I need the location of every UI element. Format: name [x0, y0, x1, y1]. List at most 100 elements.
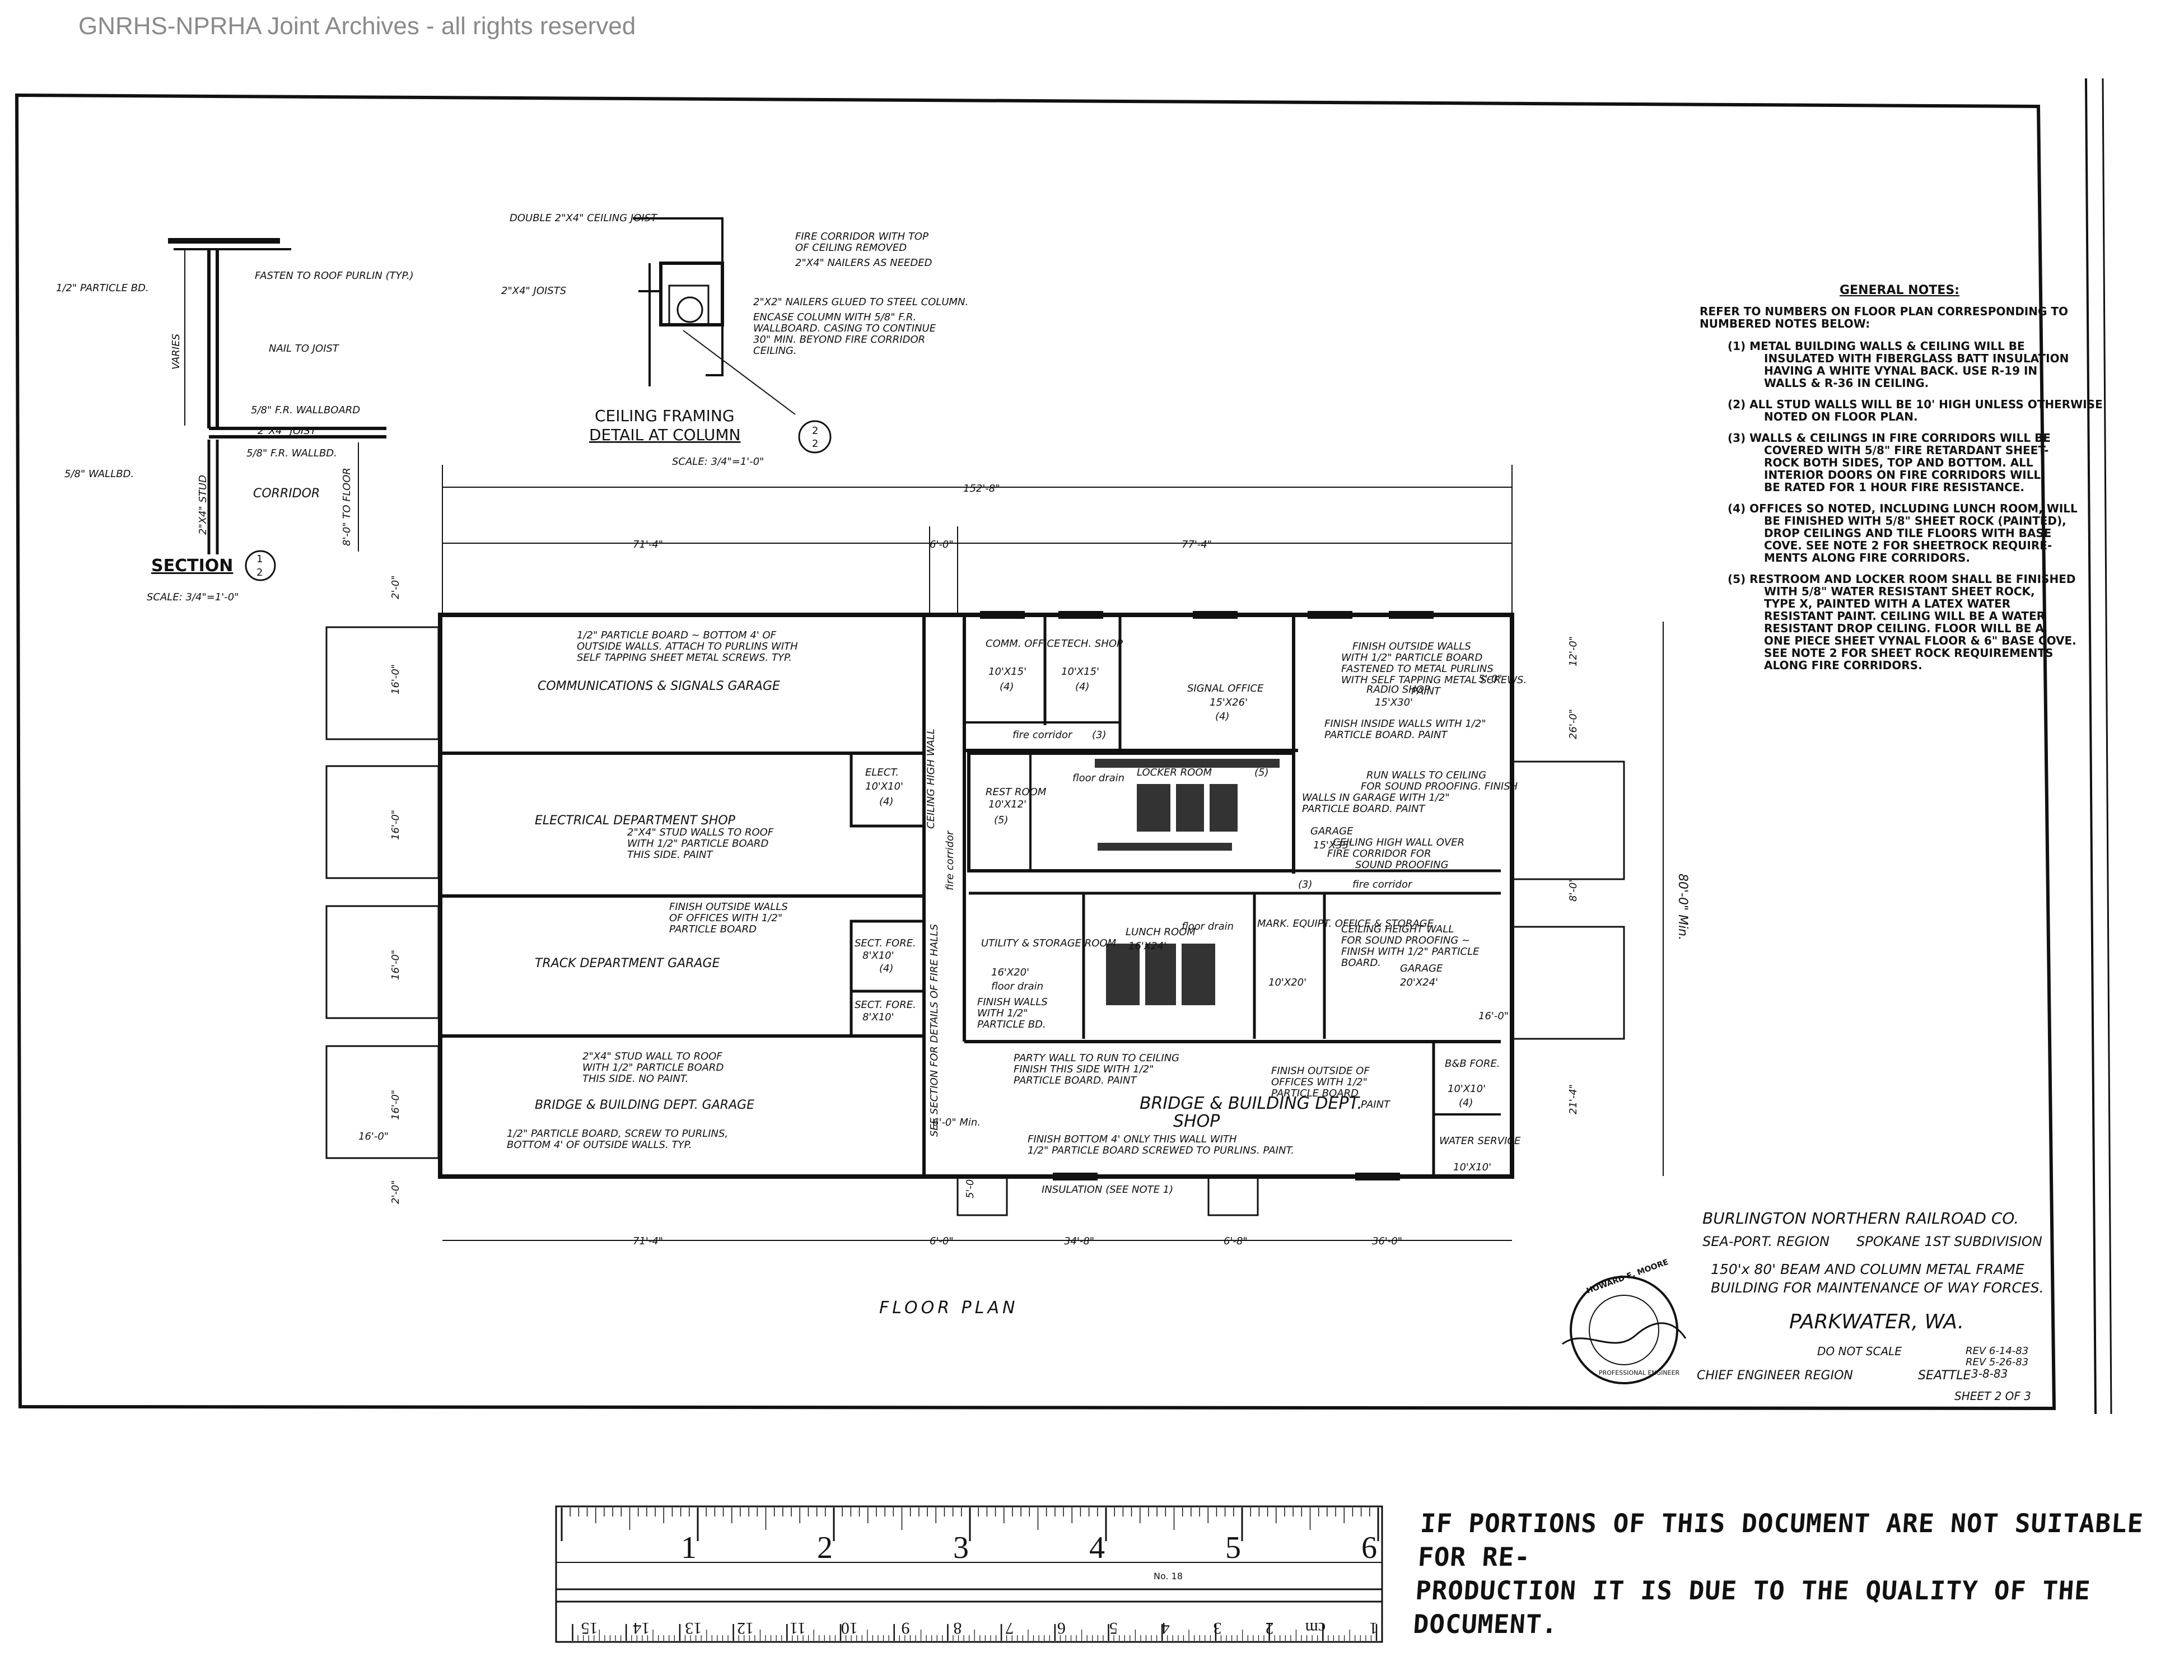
building-walls — [325, 611, 1625, 1216]
label-fr-wallbd: 5/8" F.R. WALLBD. — [246, 447, 337, 459]
ruler-inch-number: 1 — [681, 1530, 697, 1565]
callout-8e: PAINT — [1411, 685, 1441, 697]
room-track-garage: TRACK DEPARTMENT GARAGE — [535, 956, 720, 970]
ruler-cm-number: 4 — [1161, 1619, 1170, 1637]
general-note-line: INTERIOR DOORS ON FIRE CORRIDORS WILL — [1764, 468, 2041, 482]
tb-date: 3-8-83 — [1971, 1367, 2008, 1380]
room-floor-drain-1: floor drain — [1072, 772, 1124, 784]
callout-4c: THIS SIDE. NO PAINT. — [582, 1073, 688, 1085]
dimension-texts: 152'-8" 71'-4" 6'-0" 77'-4" 71'-4" 6'-0"… — [358, 483, 1690, 1247]
tb-location: PARKWATER, WA. — [1789, 1310, 1964, 1333]
lunch-tables — [1106, 944, 1215, 1005]
room-fire-corridor-3: fire corridor — [944, 830, 956, 890]
ruler-cm-number: 2 — [1265, 1619, 1273, 1637]
ruler-cm-number: 5 — [1109, 1619, 1118, 1637]
general-note-line: (5) RESTROOM AND LOCKER ROOM SHALL BE FI… — [1728, 572, 2075, 586]
room-lunch: LUNCH ROOM — [1126, 926, 1196, 938]
ceiling-detail — [633, 217, 796, 415]
room-mark-size: 10'X20' — [1268, 977, 1306, 988]
room-tech-shop-note: (4) — [1075, 681, 1090, 693]
ruler-model: No. 18 — [1154, 1571, 1183, 1581]
room-comm-office-size: 10'X15' — [988, 666, 1026, 678]
callout-notes: 1/2" PARTICLE BOARD ~ BOTTOM 4' OF OUTSI… — [507, 629, 1527, 1196]
callout-15b: OFFICES WITH 1/2" — [1271, 1076, 1368, 1088]
room-bb-shop-2: SHOP — [1173, 1112, 1220, 1131]
general-note-line: RESISTANT DROP CEILING. FLOOR WILL BE A — [1764, 622, 2044, 635]
ruler-inch-number: 2 — [817, 1530, 833, 1565]
dim-min6: 6'-0" Min. — [932, 1117, 981, 1128]
room-sect-fore-2: SECT. FORE. — [855, 999, 916, 1011]
label-encase2: WALLBOARD. CASING TO CONTINUE — [753, 323, 936, 334]
callout-1a: 1/2" PARTICLE BOARD ~ BOTTOM 4' OF — [577, 629, 777, 641]
archive-watermark: GNRHS-NPRHA Joint Archives - all rights … — [78, 12, 636, 40]
general-note-line: (2) ALL STUD WALLS WILL BE 10' HIGH UNLE… — [1728, 398, 2103, 411]
room-elect-size: 10'X10' — [865, 781, 903, 792]
callout-8a: FINISH OUTSIDE WALLS — [1352, 641, 1471, 652]
ruler-cm-number: 1 — [1369, 1619, 1378, 1637]
general-note-line: MENTS ALONG FIRE CORRIDORS. — [1764, 551, 1970, 564]
callout-12d: BOARD. — [1341, 957, 1381, 969]
room-radio-shop: RADIO SHOP — [1366, 684, 1430, 696]
ruler-inch-number: 3 — [953, 1530, 969, 1565]
callout-8b: WITH 1/2" PARTICLE BOARD — [1341, 652, 1482, 664]
callout-16a: FINISH BOTTOM 4' ONLY THIS WALL WITH — [1028, 1133, 1237, 1145]
label-fasten: FASTEN TO ROOF PURLIN (TYP.) — [255, 270, 414, 282]
tb-do-not-scale: DO NOT SCALE — [1817, 1345, 1902, 1358]
callout-14a: PARTY WALL TO RUN TO CEILING — [1014, 1052, 1179, 1064]
room-water: WATER SERVICE — [1439, 1135, 1521, 1147]
callout-3b: OF OFFICES WITH 1/2" — [669, 912, 782, 924]
dim-r26: 26'-0" — [1567, 709, 1579, 739]
room-rest-note: (5) — [994, 814, 1009, 826]
dim-wall-bottom: 2'-0" — [390, 1180, 402, 1204]
label-nail-joist: NAIL TO JOIST — [269, 343, 340, 354]
room-rest-size: 10'X12' — [988, 799, 1026, 810]
callout-12b: FOR SOUND PROOFING ~ — [1341, 935, 1470, 946]
dim-16-right: 16'-0" — [1478, 1010, 1509, 1022]
room-fire-corridor-note: (3) — [1092, 729, 1107, 741]
general-note-line: ROCK BOTH SIDES, TOP AND BOTTOM. ALL — [1764, 456, 2033, 469]
room-locker-note: (5) — [1254, 767, 1269, 778]
label-encase3: 30" MIN. BEYOND FIRE CORRIDOR — [753, 334, 925, 346]
callout-16b: 1/2" PARTICLE BOARD SCREWED TO PURLINS. … — [1028, 1145, 1294, 1156]
callout-8c: FASTENED TO METAL PURLINS — [1341, 663, 1494, 675]
ceiling-title-2: DETAIL AT COLUMN — [589, 426, 740, 444]
label-double-joist: DOUBLE 2"X4" CEILING JOIST — [510, 212, 658, 224]
dim-r8: 8'-0" — [1567, 878, 1579, 902]
callout-14b: FINISH THIS SIDE WITH 1/2" — [1014, 1063, 1154, 1075]
dim-height: 80'-0" Min. — [1676, 874, 1690, 940]
label-joist: 2"X4" JOIST — [258, 425, 318, 437]
callout-4b: WITH 1/2" PARTICLE BOARD — [582, 1062, 724, 1074]
callout-9a: FINISH INSIDE WALLS WITH 1/2" — [1324, 718, 1486, 730]
label-stud: 2"X4" STUD — [197, 475, 209, 535]
ceiling-ref-top: 2 — [812, 425, 818, 437]
room-signal-office: SIGNAL OFFICE — [1187, 683, 1264, 694]
room-bb-shop-1: BRIDGE & BUILDING DEPT. — [1140, 1094, 1362, 1113]
general-note-line: SEE NOTE 2 FOR SHEET ROCK REQUIREMENTS — [1764, 646, 2053, 660]
callout-15c: PARTICLE BOARD — [1271, 1088, 1359, 1099]
ruler-cm-number: 6 — [1057, 1619, 1066, 1637]
room-mark-equip: MARK. EQUIPT. OFFICE & STORAGE — [1257, 918, 1434, 930]
section-ref-bottom: 2 — [256, 567, 263, 578]
room-lunch-size: 16'X24' — [1128, 940, 1166, 952]
general-note-line: HAVING A WHITE VYNAL BACK. USE R-19 IN — [1764, 364, 2037, 377]
label-particle-bd: 1/2" PARTICLE BD. — [56, 282, 149, 294]
room-bb-fore-size: 10'X10' — [1448, 1083, 1486, 1095]
callout-9b: PARTICLE BOARD. PAINT — [1324, 729, 1448, 741]
ruler-cm-number: 9 — [902, 1619, 910, 1637]
dim-gap-bottom: 6'-8" — [1224, 1235, 1248, 1247]
callout-13c: PARTICLE BD. — [977, 1019, 1046, 1030]
dim-door5: 5'-0" — [964, 1174, 976, 1198]
room-fire-corridor-1: fire corridor — [1012, 729, 1073, 741]
callout-3a: FINISH OUTSIDE WALLS — [669, 901, 788, 913]
room-labels: COMMUNICATIONS & SIGNALS GARAGE ELECTRIC… — [535, 638, 1521, 1173]
tb-region: SEA-PORT. REGION — [1702, 1234, 1830, 1249]
label-varies: VARIES — [170, 334, 182, 370]
label-encase4: CEILING. — [753, 345, 797, 357]
dim-bay-4: 16'-0" — [390, 1090, 402, 1120]
dimension-lines — [442, 465, 1664, 1241]
dim-bay-1: 16'-0" — [390, 664, 402, 694]
general-notes-intro: REFER TO NUMBERS ON FLOOR PLAN CORRESPON… — [1700, 305, 2068, 318]
label-corridor: CORRIDOR — [253, 487, 320, 501]
tb-building-2: BUILDING FOR MAINTENANCE OF WAY FORCES. — [1711, 1280, 2044, 1296]
ceiling-scale: SCALE: 3/4"=1'-0" — [672, 456, 764, 468]
